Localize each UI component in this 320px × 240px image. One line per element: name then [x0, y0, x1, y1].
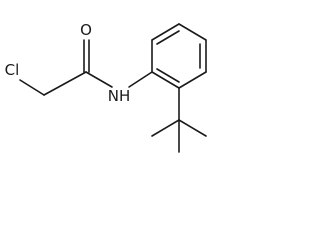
bond-tert-methyl-right [178, 119, 207, 137]
bond-ch2-carbonyl [43, 71, 87, 96]
ring-bond-6 [151, 71, 180, 89]
bond-cl-ch2 [19, 79, 45, 96]
ring-bond-3 [178, 23, 207, 41]
ring-double-bond-a [156, 30, 180, 45]
bond-tert-methyl-left [151, 119, 180, 137]
chlorine-atom-label: Cl [5, 61, 20, 79]
nitrogen-atom-label: NH [108, 87, 131, 105]
oxygen-atom-label: O [80, 21, 92, 39]
ring-double-bond-c [156, 68, 180, 83]
chemical-structure: Cl O NH [5, 21, 207, 153]
ring-bond-5 [178, 71, 207, 89]
bond-carbonyl-nitrogen [85, 71, 113, 88]
bond-nitrogen-ring [128, 71, 153, 88]
ring-bond-2 [151, 23, 180, 41]
